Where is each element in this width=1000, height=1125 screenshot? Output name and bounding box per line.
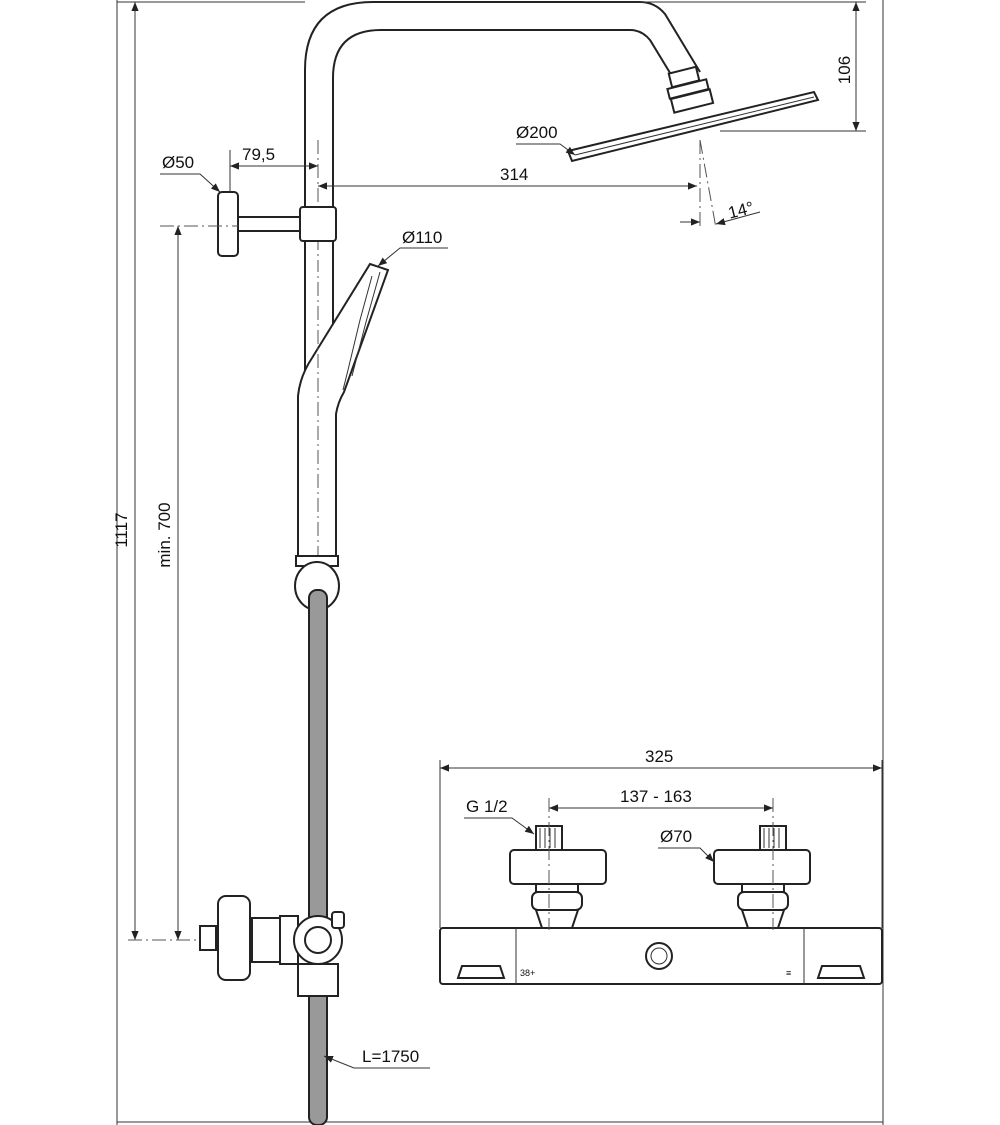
- dim-bracket-offset: 79,5: [229, 140, 319, 200]
- total-height-label: 1117: [112, 512, 131, 547]
- temperature-markings: 38+: [520, 968, 535, 978]
- dim-head-angle: 14°: [680, 139, 761, 230]
- head-angle-label: 14°: [726, 198, 756, 223]
- shower-head: [566, 65, 820, 163]
- bracket-offset-label: 79,5: [242, 145, 275, 164]
- dim-thread: G 1/2: [464, 797, 535, 835]
- thread-label: G 1/2: [466, 797, 508, 816]
- overall-width-label: 325: [645, 747, 673, 766]
- thermostat-inlet-right: [713, 825, 811, 929]
- dim-overall-width: 325: [439, 747, 883, 928]
- hand-shower-diameter-label: Ø110: [402, 228, 442, 247]
- dim-inlet-spacing: 137 - 163: [548, 787, 774, 930]
- head-drop-label: 106: [835, 56, 854, 84]
- wall-bracket-diameter-label: Ø50: [162, 153, 194, 172]
- arm-reach-label: 314: [500, 165, 528, 184]
- flow-markings: ≡: [786, 968, 791, 978]
- shower-hose: [308, 589, 328, 1125]
- dim-rosette-diameter: Ø70: [658, 827, 715, 863]
- dim-arm-reach: 314: [318, 165, 697, 190]
- dim-min-height: min. 700: [128, 225, 238, 941]
- rosette-diameter-label: Ø70: [660, 827, 692, 846]
- inlet-spacing-label: 137 - 163: [620, 787, 692, 806]
- dim-head-diameter: Ø200: [516, 123, 576, 156]
- thermostat-body: 38+ ≡: [439, 927, 883, 985]
- dim-hand-shower-diameter: Ø110: [377, 228, 448, 267]
- head-diameter-label: Ø200: [516, 123, 558, 142]
- valve-and-diverter: [199, 895, 345, 997]
- hose-length-label: L=1750: [362, 1047, 419, 1066]
- dim-total-height: 1117: [112, 1, 305, 940]
- dim-hose-length: L=1750: [323, 1047, 430, 1069]
- min-height-label: min. 700: [155, 502, 174, 567]
- hand-shower: [297, 260, 390, 560]
- thermostat-inlet-left: [509, 825, 607, 929]
- wall-bracket: [217, 191, 337, 257]
- dim-wall-bracket-diameter: Ø50: [160, 153, 221, 193]
- dim-head-drop: 106: [600, 1, 866, 132]
